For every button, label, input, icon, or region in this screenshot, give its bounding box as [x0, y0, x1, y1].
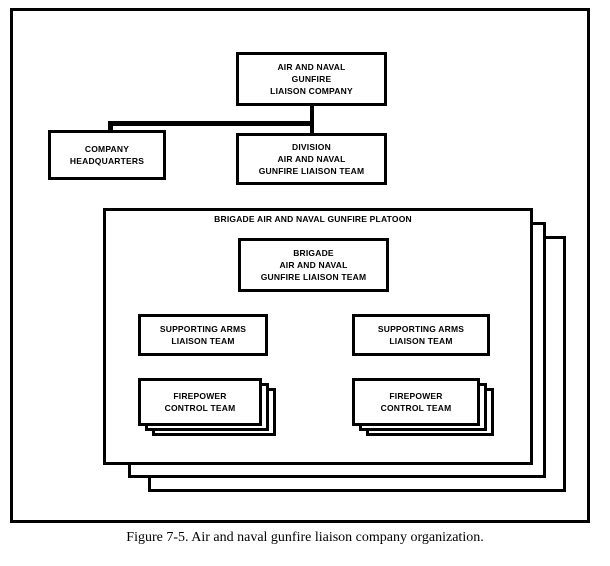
- hq-line-1: COMPANY: [84, 143, 130, 154]
- supporting-arms-liaison-team-right: SUPPORTING ARMS LIAISON TEAM: [352, 314, 490, 356]
- connector-hq-drop: [108, 121, 113, 134]
- fp-left-line-1: FIREPOWER: [173, 390, 227, 401]
- company-headquarters-box: COMPANY HEADQUARTERS: [48, 130, 166, 180]
- sa-left-line-1: SUPPORTING ARMS: [159, 323, 247, 334]
- top-unit-line-1: AIR AND NAVAL: [277, 61, 346, 72]
- connector-top-to-division: [310, 104, 314, 136]
- firepower-control-team-left: FIREPOWER CONTROL TEAM: [138, 378, 262, 426]
- division-liaison-team-box: DIVISION AIR AND NAVAL GUNFIRE LIAISON T…: [236, 133, 387, 185]
- brigade-line-2: AIR AND NAVAL: [279, 259, 348, 270]
- fp-left-line-2: CONTROL TEAM: [164, 403, 236, 413]
- connector-hq-branch: [110, 121, 312, 126]
- platoon-title: BRIGADE AIR AND NAVAL GUNFIRE PLATOON: [214, 214, 412, 224]
- fp-right-line-2: CONTROL TEAM: [380, 403, 452, 413]
- figure-caption: Figure 7-5. Air and naval gunfire liaiso…: [126, 530, 484, 545]
- division-line-2: AIR AND NAVAL: [277, 153, 346, 164]
- air-naval-gunfire-liaison-company-box: AIR AND NAVAL GUNFIRE LIAISON COMPANY: [236, 52, 387, 106]
- brigade-liaison-team-box: BRIGADE AIR AND NAVAL GUNFIRE LIAISON TE…: [238, 238, 389, 292]
- brigade-line-1: BRIGADE: [293, 247, 334, 258]
- sa-right-line-2: LIAISON TEAM: [389, 336, 453, 346]
- division-line-3: GUNFIRE LIAISON TEAM: [258, 166, 365, 177]
- division-line-1: DIVISION: [292, 141, 331, 152]
- top-unit-line-2: GUNFIRE: [291, 73, 332, 84]
- sa-left-line-2: LIAISON TEAM: [171, 336, 235, 346]
- firepower-control-team-right: FIREPOWER CONTROL TEAM: [352, 378, 480, 426]
- fp-right-line-1: FIREPOWER: [389, 390, 443, 401]
- brigade-line-3: GUNFIRE LIAISON TEAM: [260, 272, 367, 283]
- sa-right-line-1: SUPPORTING ARMS: [377, 323, 465, 334]
- supporting-arms-liaison-team-left: SUPPORTING ARMS LIAISON TEAM: [138, 314, 268, 356]
- hq-line-2: HEADQUARTERS: [69, 156, 145, 166]
- top-unit-line-3: LIAISON COMPANY: [270, 86, 353, 97]
